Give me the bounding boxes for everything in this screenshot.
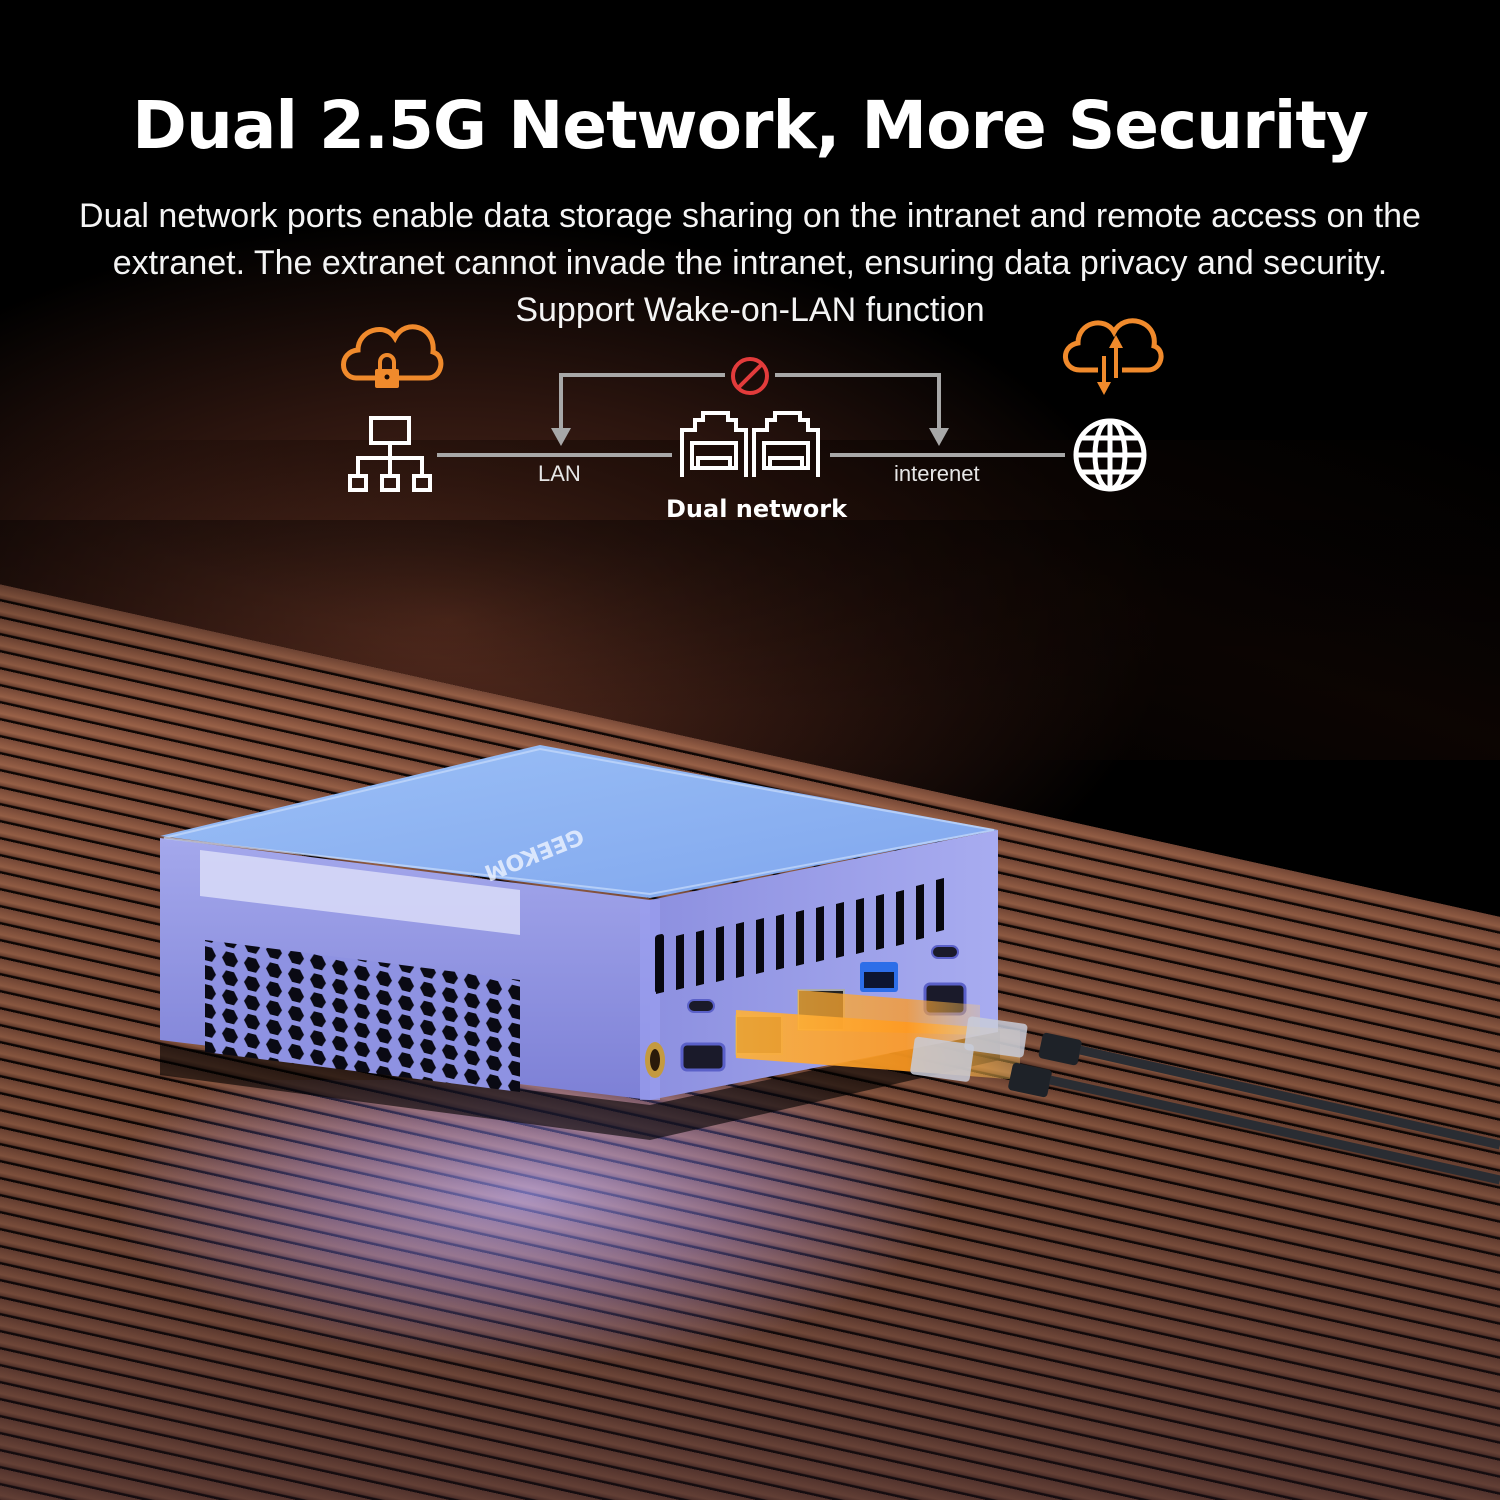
dual-ethernet-port-icon [680, 411, 820, 477]
internet-label: interenet [894, 461, 980, 486]
description-line-2: extranet. The extranet cannot invade the… [112, 244, 1388, 282]
lan-label: LAN [538, 461, 581, 486]
description: Dual network ports enable data storage s… [40, 193, 1460, 334]
network-hierarchy-icon [348, 416, 432, 492]
network-diagram: LAN interenet Dual network [0, 0, 1500, 540]
globe-icon [1073, 418, 1147, 492]
cloud-transfer-icon [1063, 318, 1164, 395]
page-title: Dual 2.5G Network, More Security [132, 87, 1369, 164]
description-line-3: Support Wake-on-LAN function [515, 291, 985, 329]
device-reflection [120, 1080, 1020, 1410]
description-line-1: Dual network ports enable data storage s… [79, 197, 1421, 235]
prohibited-icon [731, 357, 769, 395]
dual-network-label: Dual network [666, 495, 848, 523]
cloud-lock-icon [341, 324, 444, 388]
